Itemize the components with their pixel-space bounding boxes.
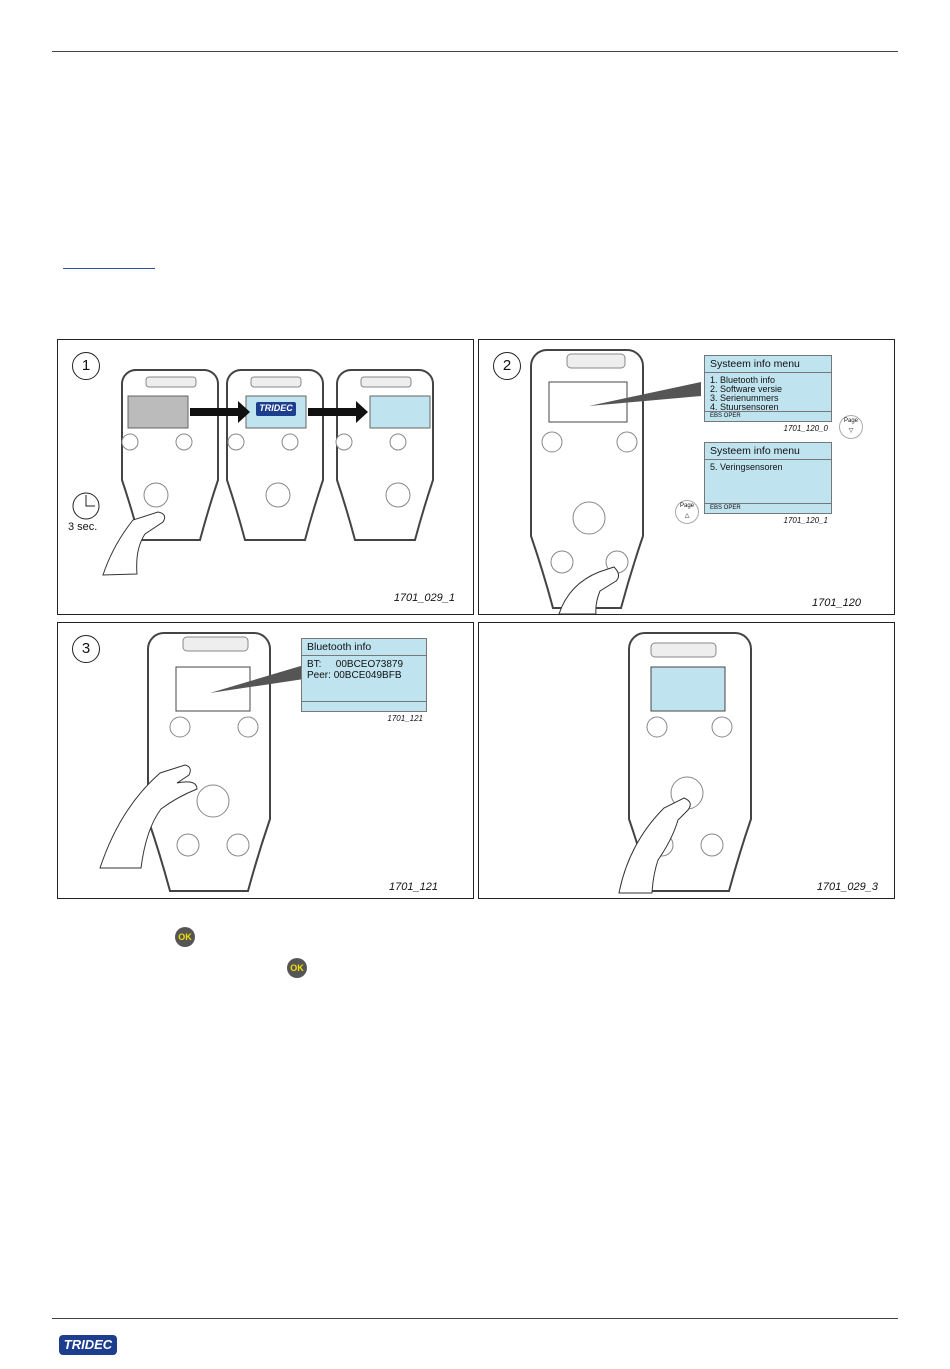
- lcd-code: 1701_121: [387, 714, 423, 723]
- step-number: 1: [72, 352, 100, 380]
- menu-item: 2. Software versie: [710, 384, 783, 394]
- ok-button-icon: OK: [287, 958, 307, 978]
- footer-rule: [52, 1318, 898, 1319]
- figure-panel-3: 3 Bluetooth info BT: 00BCEO73879 Peer: 0…: [57, 622, 474, 899]
- lcd-title: Bluetooth info: [302, 639, 426, 656]
- timer-label: 3 sec.: [68, 521, 98, 533]
- lcd-code: 1701_120_1: [783, 516, 829, 525]
- lcd-code: 1701_120_0: [783, 424, 829, 433]
- lcd-title: Systeem info menu: [705, 443, 831, 460]
- arrow-right-1: [190, 401, 250, 423]
- hyperlink-underline[interactable]: [63, 268, 155, 269]
- controller-sequence-illustration: [72, 369, 434, 576]
- bt-value: 00BCEO73879: [335, 659, 404, 670]
- controller-2: [226, 369, 324, 541]
- figure-panel-1: 1 3 sec. TRIDEC 1701_029_: [57, 339, 474, 615]
- page-down-button: Page▽: [839, 415, 863, 439]
- screen-logo: TRIDEC: [259, 403, 293, 413]
- lcd-title: Systeem info menu: [705, 356, 831, 373]
- figure-code: 1701_121: [389, 881, 438, 893]
- peer-label: Peer:: [307, 670, 331, 681]
- callout-pointer: [589, 382, 701, 406]
- peer-value: 00BCE049BFB: [333, 670, 402, 681]
- lcd-status-bar: EBS OPER: [705, 503, 831, 513]
- lcd-status-bar: EBS OPER: [705, 411, 831, 421]
- hand-illustration: [558, 566, 620, 614]
- figure-code: 1701_120: [812, 597, 861, 609]
- footer-logo: TRIDEC: [59, 1335, 117, 1355]
- menu-item: 3. Serienummers: [710, 393, 779, 403]
- header-rule: [52, 51, 898, 52]
- figure-panel-4: 1701_029_3: [478, 622, 895, 899]
- menu-item: 1. Bluetooth info: [710, 375, 776, 385]
- ok-button-icon: OK: [175, 927, 195, 947]
- hand-illustration: [99, 764, 198, 869]
- figure-code: 1701_029_1: [393, 592, 455, 604]
- step-number: 3: [72, 635, 100, 663]
- controller-1: [121, 369, 219, 541]
- lcd-bluetooth-info: Bluetooth info BT: 00BCEO73879 Peer: 00B…: [301, 638, 427, 723]
- hand-illustration: [102, 511, 166, 576]
- arrow-right-2: [308, 401, 368, 423]
- lcd-menu-2: Systeem info menu 5. Veringsensoren EBS …: [704, 442, 832, 525]
- hand-illustration: [618, 797, 691, 894]
- figure-panel-2: 2 Systeem info menu 1. Bluetooth info 2.…: [478, 339, 895, 615]
- callout-pointer: [210, 665, 304, 693]
- bt-label: BT:: [307, 659, 322, 670]
- lcd-menu-1: Systeem info menu 1. Bluetooth info 2. S…: [704, 355, 832, 433]
- menu-item: 5. Veringsensoren: [710, 462, 783, 472]
- controller-illustration: [530, 349, 701, 614]
- lcd-status-bar: [302, 701, 426, 711]
- step-number: 2: [493, 352, 521, 380]
- page-up-button: Page△: [675, 500, 699, 524]
- figure-code: 1701_029_3: [816, 881, 878, 893]
- controller-buttons: [121, 433, 411, 508]
- controller-illustration: [618, 632, 752, 894]
- controller-3: [336, 369, 434, 541]
- menu-item: 4. Stuursensoren: [710, 402, 779, 412]
- controller-illustration: [99, 632, 304, 892]
